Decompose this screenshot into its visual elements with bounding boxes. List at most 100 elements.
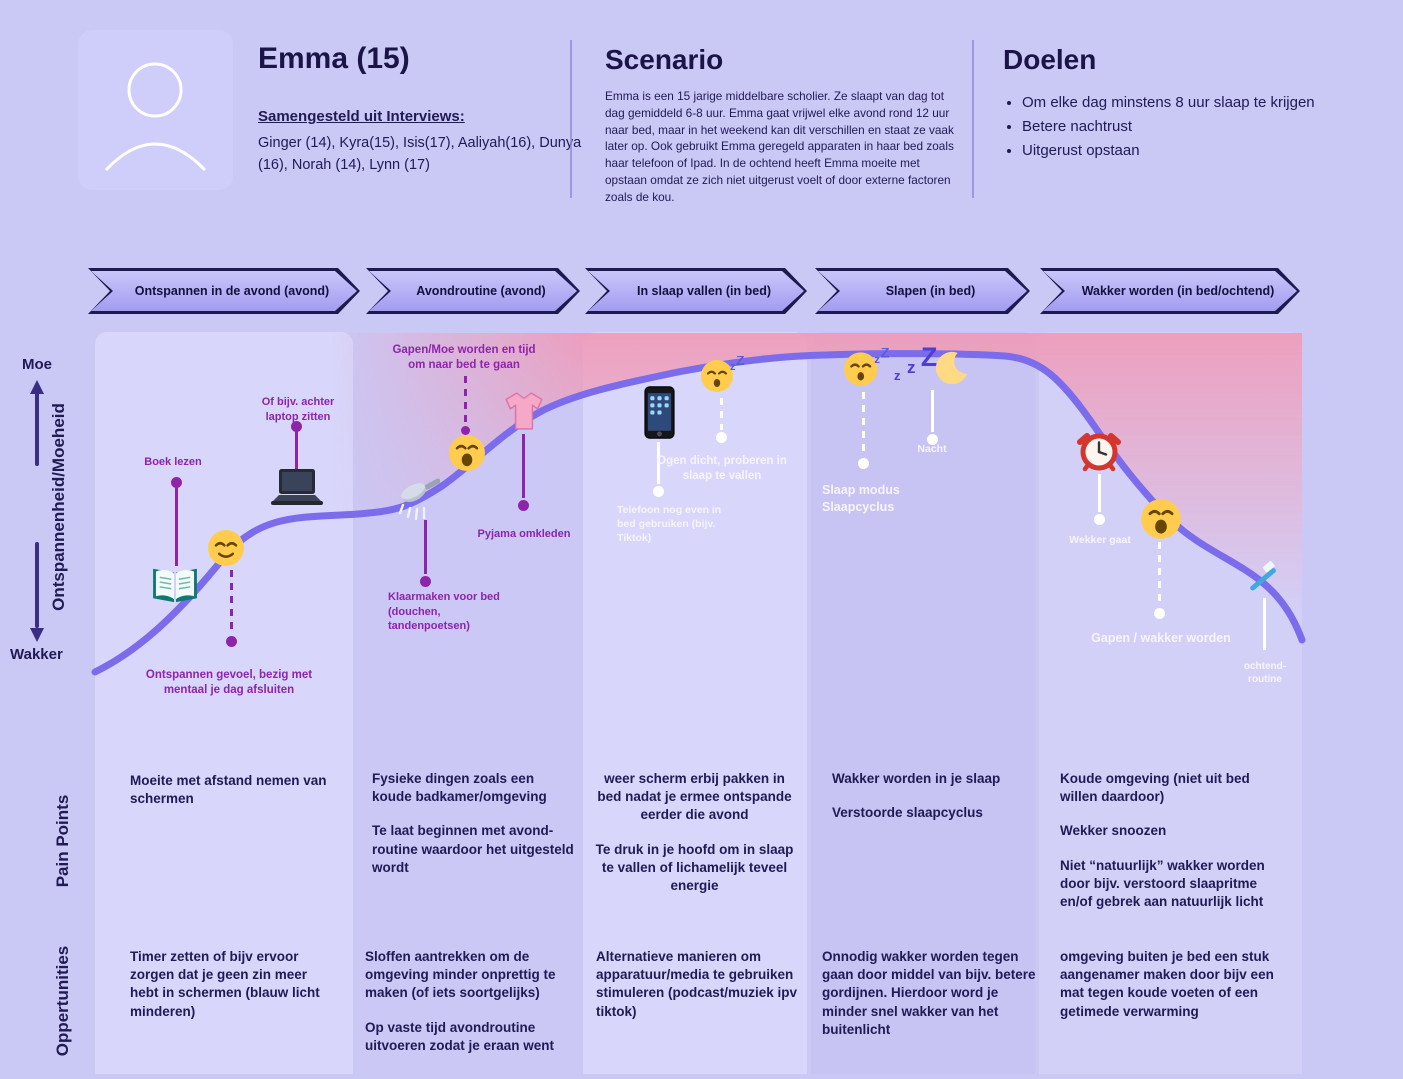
annotation-stem [931,390,934,432]
goals-list: Om elke dag minstens 8 uur slaap te krij… [1022,94,1352,166]
phase-label: Ontspannen in de avond (avond) [134,284,330,298]
annotation-stem-dashed [1158,542,1161,606]
annotation-laptop: Of bijv. achter laptop zitten [261,396,335,423]
pain-col1: Moeite met afstand nemen van schermen [130,772,335,824]
pain-col3: weer scherm erbij pakken in bed nadat je… [592,770,797,911]
goals-title: Doelen [1003,44,1097,75]
opportunity-col1: Timer zetten of bijv ervoor zorgen dat j… [130,948,335,1037]
pajama-top-icon [505,392,543,430]
svg-text:Z: Z [736,356,745,368]
opportunity-item: Op vaste tijd avondroutine uitvoeren zod… [365,1019,555,1053]
opportunity-item: Sloffen aantrekken om de omgeving minder… [365,949,556,1001]
interviews-names: Ginger (14), Kyra(15), Isis(17), Aaliyah… [258,135,582,173]
annotation-ochtendroutine: ochtend- routine [1243,661,1287,686]
pain-col5: Koude omgeving (niet uit bed willen daar… [1060,770,1288,927]
pain-points-row-label: Pain Points [53,794,72,888]
annotation-dot [226,636,237,647]
sleeping-face-icon: z Z [701,356,745,392]
pain-item: Koude omgeving (niet uit bed willen daar… [1060,771,1250,805]
annotation-stem [1263,598,1266,650]
axis-label: Ontspannenheid/Moeheid [49,403,68,611]
opportunity-item: Timer zetten of bijv ervoor zorgen dat j… [130,949,320,1019]
annotation-stem-dashed [464,376,467,424]
annotation-dot [653,486,664,497]
divider [972,40,974,198]
opportunity-item: Alternatieve manieren om apparatuur/medi… [596,949,798,1019]
annotation-wekker-gaat: Wekker gaat [1069,534,1131,546]
annotation-nacht: Nacht [917,443,947,455]
goal-item: Uitgerust opstaan [1022,142,1352,159]
goal-item: Betere nachtrust [1022,118,1352,135]
annotation-slaapmodus: Slaap modus Slaapcyclus [822,483,900,514]
pain-item: Wekker snoozen [1060,823,1167,839]
phase-banner-slapen: Slapen (in bed) [815,268,1030,314]
scenario-text: Emma is een 15 jarige middelbare scholie… [605,89,954,204]
annotation-boek-lezen: Boek lezen [144,456,202,468]
phase-banner-ontspannen: Ontspannen in de avond (avond) [88,268,360,314]
pain-col2: Fysieke dingen zoals een koude badkamer/… [372,770,577,893]
arrow-down-icon [30,542,44,642]
annotation-ogen-dicht: Ogen dicht, proberen in slaap te vallen [657,455,787,483]
pain-item: Moeite met afstand nemen van schermen [130,773,327,807]
opportunity-item: Onnodig wakker worden tegen gaan door mi… [822,949,1036,1037]
svg-text:z: z [874,354,880,366]
pain-item: weer scherm erbij pakken in bed nadat je… [597,771,792,823]
smartphone-icon [644,386,675,439]
phase-label: Avondroutine (avond) [416,284,546,298]
pain-item: Verstoorde slaapcyclus [832,805,983,821]
phase-label: In slaap vallen (in bed) [636,284,772,298]
opportunity-col4: Onnodig wakker worden tegen gaan door mi… [822,948,1037,1055]
phase-banner-wakkerworden: Wakker worden (in bed/ochtend) [1040,268,1300,314]
sleeping-face-icon: z Z [844,348,890,386]
annotation-pyjama: Pyjama omkleden [477,528,571,540]
yawning-face-icon [449,435,485,471]
annotation-stem [522,434,525,498]
annotation-dot [420,576,431,587]
opportunities-row-label: Oppertunities [53,945,72,1057]
annotation-gapen: Gapen/Moe worden en tijd om naar bed te … [392,344,536,372]
annotation-ontspannen-gevoel: Ontspannen gevoel, bezig met mentaal je … [145,669,313,697]
annotation-klaarmaken: Klaarmaken voor bed (douchen, tandenpoet… [388,591,500,633]
scenario-title: Scenario [605,44,724,75]
annotation-dot [716,432,727,443]
divider [570,40,572,198]
annotation-stem-dashed [862,392,865,456]
annotation-dot [858,458,869,469]
pain-item: Te druk in je hoofd om in slaap te valle… [595,841,794,894]
axis-bottom-label: Wakker [10,646,63,663]
annotation-gapen-wakker: Gapen / wakker worden [1091,631,1231,645]
pain-item: Niet “natuurlijk” wakker worden door bij… [1060,857,1265,910]
alarm-clock-icon [1077,433,1121,472]
opportunity-col3: Alternatieve manieren om apparatuur/medi… [596,948,801,1037]
annotation-stem [175,486,178,566]
axis-top-label: Moe [22,356,52,373]
annotation-stem [1098,474,1101,512]
annotation-dot [1094,514,1105,525]
pain-item: Fysieke dingen zoals een koude badkamer/… [372,771,547,805]
opportunity-col2: Sloffen aantrekken om de omgeving minder… [365,948,575,1071]
yawning-face-icon [1141,499,1181,539]
phase-label: Slapen (in bed) [885,284,976,298]
annotation-stem-dashed [230,570,233,634]
svg-text:Z: Z [881,348,890,362]
annotation-stem [424,520,427,574]
open-book-icon [153,568,197,603]
toothbrush-icon [1250,561,1276,591]
opportunity-item: omgeving buiten je bed een stuk aangenam… [1060,949,1274,1019]
avatar [78,30,233,190]
laptop-icon [271,469,323,505]
pain-item: Te laat beginnen met avond-routine waard… [372,823,574,875]
zzz-icon: z z Z [894,342,938,383]
relieved-face-icon [208,530,244,566]
crescent-moon-icon [935,351,968,385]
annotation-dot [518,500,529,511]
opportunity-col5: omgeving buiten je bed een stuk aangenam… [1060,948,1280,1037]
person-silhouette-icon [104,62,207,172]
pain-col4: Wakker worden in je slaap Verstoorde sla… [832,770,1027,838]
goal-item: Om elke dag minstens 8 uur slaap te krij… [1022,94,1352,111]
annotation-stem-dashed [720,398,723,430]
annotation-telefoon: Telefoon nog even in bed gebruiken (bijv… [617,504,722,544]
annotation-dot [1154,608,1165,619]
interviews-label: Samengesteld uit Interviews: [258,108,465,125]
